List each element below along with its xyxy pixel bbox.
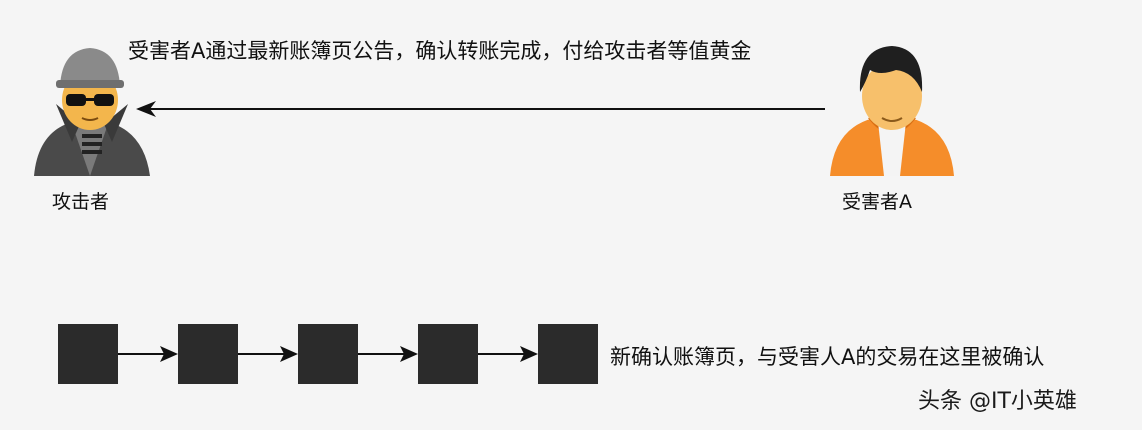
block-5 bbox=[538, 324, 598, 384]
chain-caption: 新确认账簿页，与受害人A的交易在这里被确认 bbox=[610, 345, 1045, 369]
chain-arrow-1 bbox=[118, 346, 178, 362]
block-4 bbox=[418, 324, 478, 384]
chain-arrow-2 bbox=[238, 346, 298, 362]
block-1 bbox=[58, 324, 118, 384]
victim-label: 受害者A bbox=[842, 191, 912, 213]
chain-arrow-3 bbox=[358, 346, 418, 362]
top-message: 受害者A通过最新账簿页公告，确认转账完成，付给攻击者等值黄金 bbox=[128, 39, 752, 63]
watermark: 头条 @IT小英雄 bbox=[918, 389, 1077, 414]
block-3 bbox=[298, 324, 358, 384]
chain-arrow-4 bbox=[478, 346, 538, 362]
attacker-label: 攻击者 bbox=[52, 191, 110, 213]
block-2 bbox=[178, 324, 238, 384]
